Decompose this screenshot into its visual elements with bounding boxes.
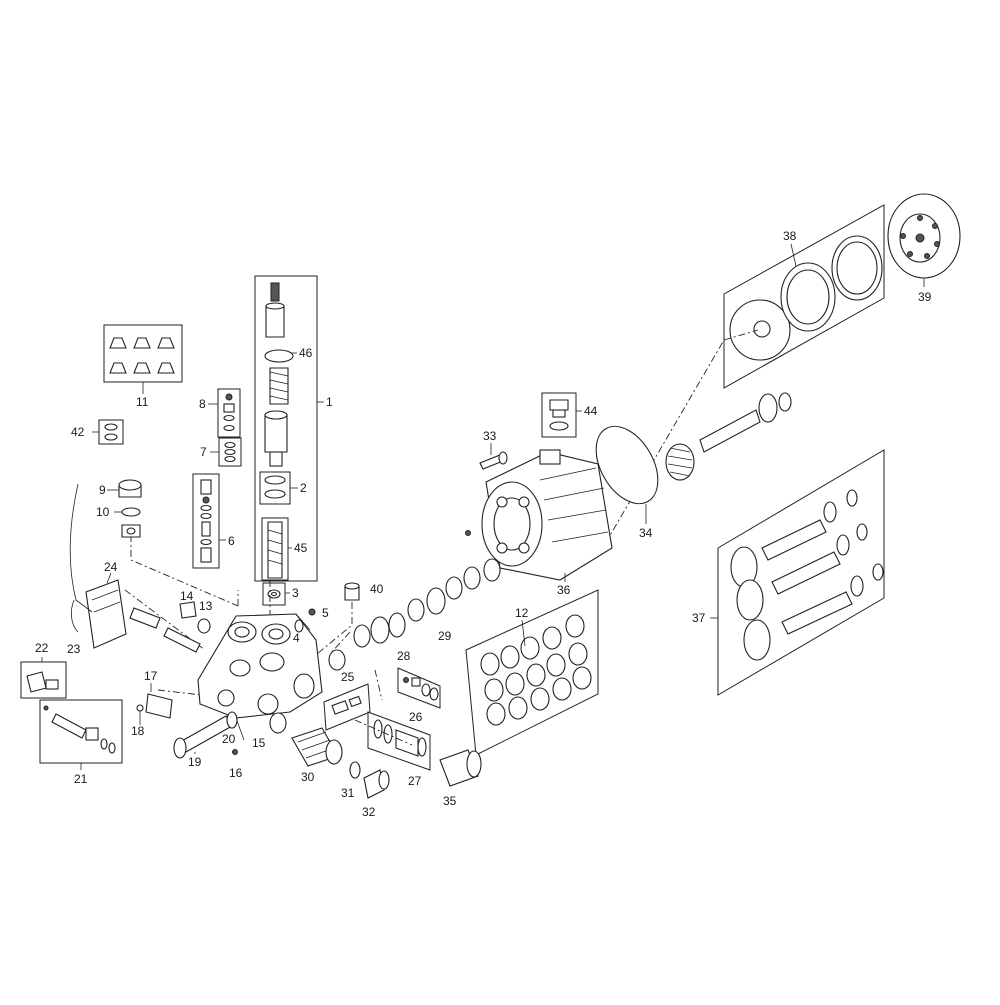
callout-27: 27 (408, 774, 422, 788)
callout-36: 36 (557, 583, 571, 597)
callout-15: 15 (252, 736, 266, 750)
part-10-oring (114, 507, 141, 517)
callout-25: 25 (341, 670, 355, 684)
part-20-washer (226, 711, 238, 729)
part-40-cap (344, 582, 360, 601)
callout-37: 37 (692, 611, 706, 625)
callout-8: 8 (199, 397, 206, 411)
callout-4: 4 (293, 631, 300, 645)
callout-20: 20 (222, 732, 236, 746)
kit-box-44 (541, 392, 582, 438)
plunger-assembly (665, 392, 792, 481)
part-36-crankcase (465, 449, 613, 582)
part-31-washer (349, 761, 361, 779)
callout-26: 26 (409, 710, 423, 724)
callout-23: 23 (67, 642, 81, 656)
kit-box-11 (103, 324, 183, 394)
callout-14: 14 (180, 589, 194, 603)
part-18-screw (136, 704, 144, 725)
kit-box-8 (208, 388, 241, 438)
kit-box-45 (261, 517, 292, 581)
part-15-plug (269, 712, 287, 734)
kit-box-12 (465, 589, 599, 756)
callout-22: 22 (35, 641, 49, 655)
callout-3: 3 (292, 586, 299, 600)
callout-5: 5 (322, 606, 329, 620)
callout-35: 35 (443, 794, 457, 808)
callout-13: 13 (199, 599, 213, 613)
part-14-plug (129, 601, 211, 653)
part-34-oring (595, 425, 659, 524)
part-16-pin (232, 749, 238, 755)
part-28-29-rings (353, 558, 501, 648)
callout-46: 46 (299, 346, 313, 360)
callout-2: 2 (300, 481, 307, 495)
callout-28: 28 (397, 649, 411, 663)
kit-box-37 (710, 449, 885, 696)
callout-labels: 1 2 3 4 5 6 7 8 9 10 11 12 13 14 15 16 1… (35, 229, 932, 819)
callout-39: 39 (918, 290, 932, 304)
manifold-body (197, 613, 323, 741)
callout-21: 21 (74, 772, 88, 786)
callout-19: 19 (188, 755, 202, 769)
part-35-coupler (439, 749, 482, 787)
part-small-seal (328, 649, 346, 671)
kit-box-3 (262, 582, 290, 606)
kit-box-25 (323, 683, 371, 731)
part-17-label (145, 683, 173, 719)
kit-box-6 (192, 473, 226, 569)
callout-17: 17 (144, 669, 158, 683)
part-32-nut (363, 769, 390, 799)
callout-33: 33 (483, 429, 497, 443)
callout-29: 29 (438, 629, 452, 643)
part-33-bolt (479, 443, 508, 470)
callout-11: 11 (136, 395, 149, 409)
part-9-cap (107, 479, 142, 498)
callout-10: 10 (96, 505, 110, 519)
kit-box-38 (723, 204, 885, 389)
callout-18: 18 (131, 724, 145, 738)
callout-32: 32 (362, 805, 376, 819)
kit-box-1 (254, 275, 324, 582)
part-30-unloader (291, 727, 343, 767)
part-4-5-seals (294, 608, 316, 633)
kit-box-26 (397, 667, 441, 709)
alignment-lines (124, 329, 759, 746)
callout-40: 40 (370, 582, 384, 596)
callout-38: 38 (783, 229, 797, 243)
callout-31: 31 (341, 786, 355, 800)
part-39-bearing (887, 193, 961, 287)
callout-44: 44 (584, 404, 598, 418)
kit-box-7 (210, 437, 242, 467)
callout-42: 42 (71, 425, 85, 439)
callout-34: 34 (639, 526, 653, 540)
part-19-bolt (173, 715, 233, 759)
part-22-fitting (20, 657, 67, 699)
callout-45: 45 (294, 541, 308, 555)
kit-box-42 (92, 419, 124, 445)
kit-box-2 (259, 471, 298, 505)
callout-9: 9 (99, 483, 106, 497)
callout-1: 1 (326, 395, 333, 409)
part-24-sensor-box (69, 483, 127, 649)
callout-6: 6 (228, 534, 235, 548)
callout-16: 16 (229, 766, 243, 780)
kit-box-21 (39, 699, 123, 770)
callout-24: 24 (104, 560, 118, 574)
callout-7: 7 (200, 445, 207, 459)
callout-12: 12 (515, 606, 529, 620)
part-nut (121, 524, 141, 538)
part-1-valve-stack (264, 282, 297, 579)
callout-30: 30 (301, 770, 315, 784)
